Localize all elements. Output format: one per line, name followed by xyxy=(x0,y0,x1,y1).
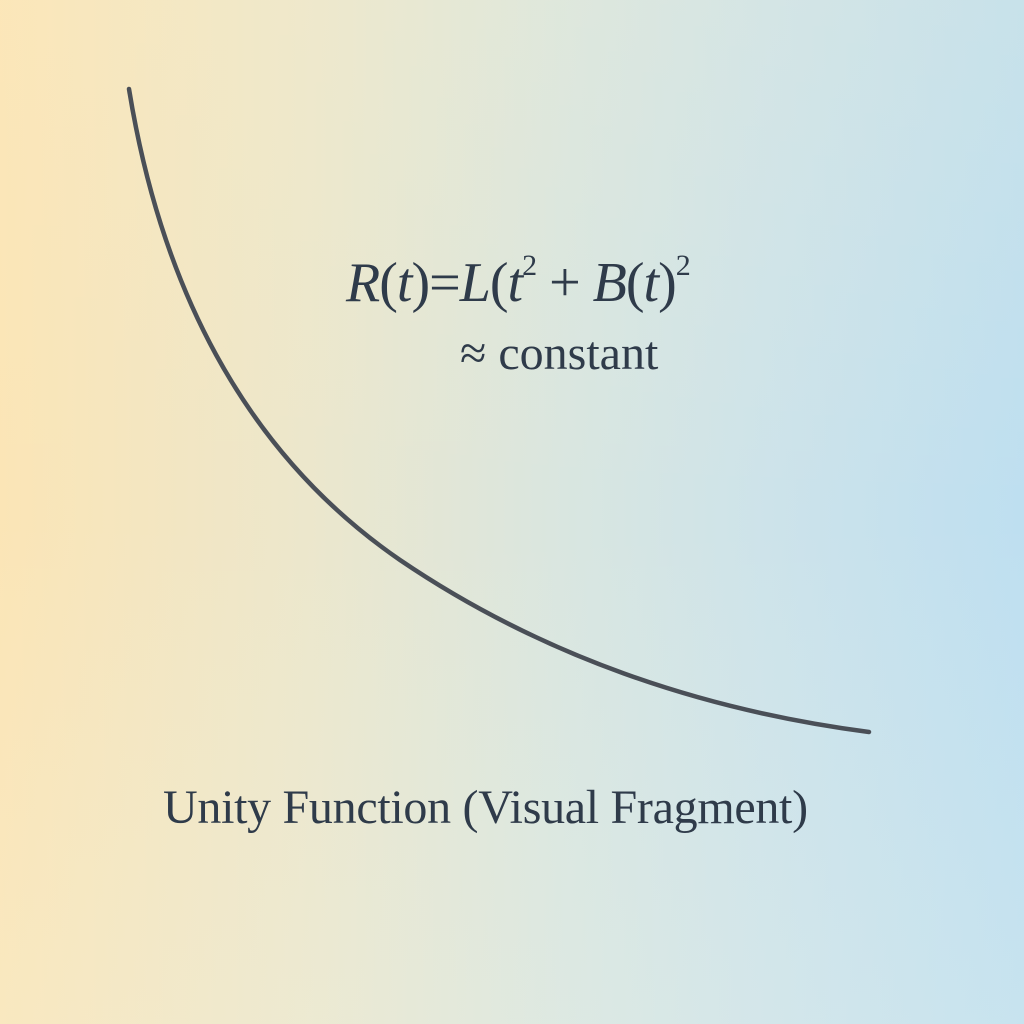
formula-R: R xyxy=(346,252,380,314)
formula-t: t xyxy=(396,252,413,314)
formula-L: L xyxy=(459,252,491,314)
formula-equation: R(t)=L(t2 + B(t)2 xyxy=(346,248,786,318)
formula-plus: + xyxy=(549,252,581,314)
curve-path xyxy=(126,86,872,735)
formula-B: B xyxy=(592,252,627,314)
formula-paren: ) xyxy=(411,252,430,314)
formula-paren: ( xyxy=(489,252,509,314)
formula: R(t)=L(t2 + B(t)2 ≈ constant xyxy=(346,248,786,381)
formula-exponent: 2 xyxy=(675,249,691,282)
formula-paren: ) xyxy=(658,252,677,314)
formula-exponent: 2 xyxy=(522,249,537,282)
formula-t: t xyxy=(507,252,524,314)
formula-t: t xyxy=(643,252,660,314)
formula-paren: ( xyxy=(625,252,645,314)
formula-paren: ( xyxy=(379,252,398,314)
figure-caption: Unity Function (Visual Fragment) xyxy=(163,781,808,834)
formula-approx-constant: ≈ constant xyxy=(460,327,659,380)
formula-equals: = xyxy=(429,252,461,314)
